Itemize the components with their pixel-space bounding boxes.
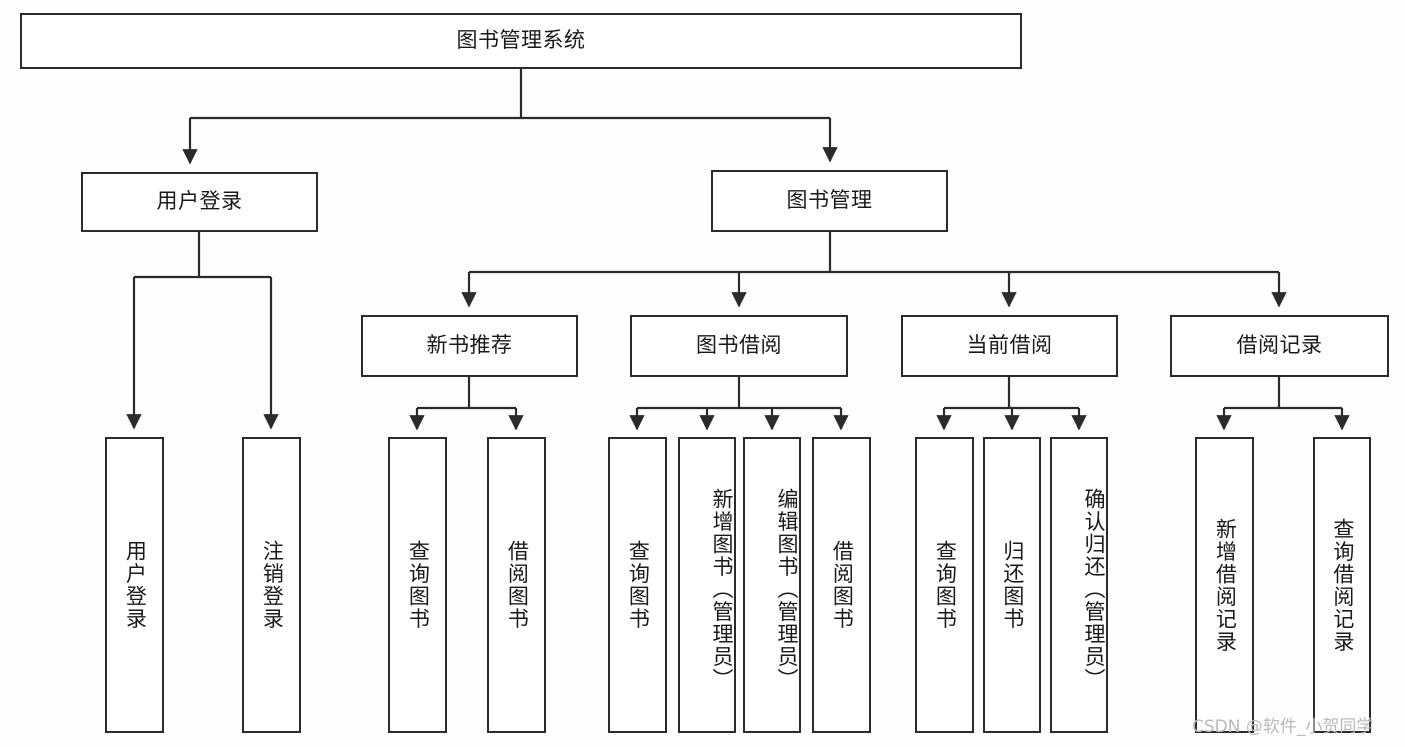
watermark-text: CSDN @软件_小贺同学 (1192, 717, 1374, 737)
node-leaf-query-book-borrow[interactable]: 查询图书 (608, 437, 667, 733)
node-leaf-query-book-borrow-label: 查询图书 (626, 540, 651, 630)
node-leaf-add-book[interactable]: 新增图书（管理员） (678, 437, 736, 733)
node-leaf-borrow-book[interactable]: 借阅图书 (812, 437, 871, 733)
node-leaf-edit-book-label: 编辑图书（管理员） (775, 487, 799, 691)
node-root-label: 图书管理系统 (456, 28, 586, 53)
node-leaf-borrow-book-label: 借阅图书 (830, 540, 855, 630)
node-leaf-query-book-rec-label: 查询图书 (406, 540, 431, 630)
node-book-borrow[interactable]: 图书借阅 (630, 315, 848, 377)
node-book-borrow-label: 图书借阅 (696, 333, 782, 358)
node-user-login-label: 用户登录 (156, 189, 243, 214)
node-borrow-record-label: 借阅记录 (1236, 333, 1323, 358)
node-leaf-query-record[interactable]: 查询借阅记录 (1313, 437, 1371, 733)
node-leaf-user-login-label: 用户登录 (123, 540, 148, 630)
node-leaf-confirm-return-label: 确认归还（管理员） (1082, 487, 1106, 691)
node-leaf-add-record[interactable]: 新增借阅记录 (1195, 437, 1254, 733)
node-borrow-record[interactable]: 借阅记录 (1170, 315, 1389, 377)
node-leaf-confirm-return[interactable]: 确认归还（管理员） (1050, 437, 1108, 733)
node-leaf-borrow-book-rec-label: 借阅图书 (505, 540, 530, 630)
node-leaf-query-book-rec[interactable]: 查询图书 (388, 437, 447, 733)
node-leaf-user-login[interactable]: 用户登录 (105, 437, 164, 733)
node-leaf-query-book-current[interactable]: 查询图书 (915, 437, 974, 733)
node-leaf-query-book-current-label: 查询图书 (933, 540, 958, 630)
node-leaf-borrow-book-rec[interactable]: 借阅图书 (487, 437, 546, 733)
node-leaf-add-book-label: 新增图书（管理员） (710, 487, 734, 691)
node-leaf-add-record-label: 新增借阅记录 (1213, 517, 1238, 653)
node-leaf-edit-book[interactable]: 编辑图书（管理员） (743, 437, 801, 733)
node-leaf-logout-label: 注销登录 (260, 540, 285, 630)
node-leaf-query-record-label: 查询借阅记录 (1330, 517, 1355, 653)
node-current-borrow-label: 当前借阅 (966, 333, 1053, 358)
node-user-login[interactable]: 用户登录 (81, 172, 318, 232)
node-new-book-recommend-label: 新书推荐 (426, 333, 513, 358)
node-new-book-recommend[interactable]: 新书推荐 (361, 315, 578, 377)
node-leaf-logout[interactable]: 注销登录 (242, 437, 301, 733)
node-current-borrow[interactable]: 当前借阅 (901, 315, 1118, 377)
node-root[interactable]: 图书管理系统 (20, 13, 1022, 69)
node-leaf-return-book-label: 归还图书 (1000, 540, 1025, 630)
node-book-management[interactable]: 图书管理 (711, 170, 948, 232)
node-book-management-label: 图书管理 (786, 188, 873, 213)
node-leaf-return-book[interactable]: 归还图书 (983, 437, 1041, 733)
